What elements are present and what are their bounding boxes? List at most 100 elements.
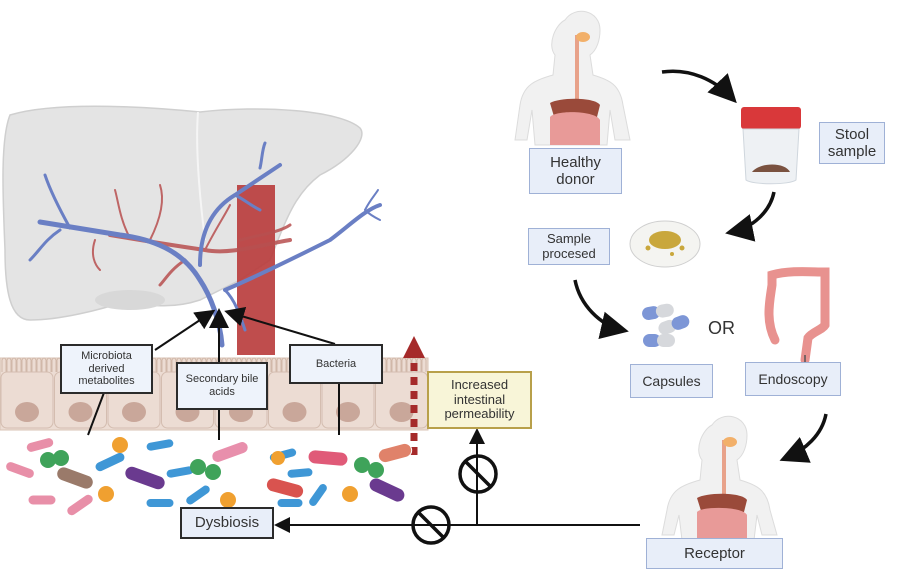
villus bbox=[196, 357, 202, 372]
epithelial-cell bbox=[0, 371, 54, 429]
label-dysbiosis: Dysbiosis bbox=[180, 507, 274, 539]
human-body-icon bbox=[661, 415, 778, 541]
villus bbox=[161, 357, 167, 372]
label-sample-processed: Sample procesed bbox=[528, 228, 610, 265]
label-endoscopy: Endoscopy bbox=[745, 362, 841, 396]
coccus-icon bbox=[40, 452, 56, 468]
bacterium-icon bbox=[211, 441, 249, 463]
coccus-icon bbox=[53, 450, 69, 466]
label-receptor: Receptor bbox=[646, 538, 783, 569]
villus bbox=[261, 357, 267, 372]
villus bbox=[201, 357, 207, 372]
coccus-icon bbox=[205, 464, 221, 480]
villus bbox=[186, 357, 192, 372]
coccus-icon bbox=[354, 457, 370, 473]
coccus-icon bbox=[112, 437, 128, 453]
coccus-icon bbox=[368, 462, 384, 478]
coccus-icon bbox=[342, 486, 358, 502]
label-capsules: Capsules bbox=[630, 364, 713, 398]
villus bbox=[51, 357, 57, 372]
label-increased-permeability: Increased intestinal permeability bbox=[427, 371, 532, 429]
coccus-icon bbox=[190, 459, 206, 475]
colon-icon bbox=[764, 267, 830, 365]
villus bbox=[221, 357, 227, 372]
bacterium-icon bbox=[276, 498, 304, 508]
label-stool-sample: Stool sample bbox=[819, 122, 885, 164]
villus bbox=[31, 357, 37, 372]
portal-vein-icon bbox=[28, 141, 382, 348]
bacterium-icon bbox=[145, 498, 175, 508]
bacterium-icon bbox=[185, 484, 211, 506]
bacterium-icon bbox=[27, 494, 57, 506]
bacterium-icon bbox=[377, 442, 413, 464]
villus bbox=[266, 357, 272, 372]
villus bbox=[16, 357, 22, 372]
villus bbox=[6, 357, 12, 372]
coccus-icon bbox=[220, 492, 236, 508]
dashed-arrow-up-icon bbox=[403, 336, 425, 455]
capsules-icon bbox=[642, 303, 690, 347]
villus bbox=[251, 357, 257, 372]
label-healthy-donor: Healthy donor bbox=[529, 148, 622, 194]
villus bbox=[231, 357, 237, 372]
bacterium-icon bbox=[94, 451, 126, 473]
villus bbox=[226, 357, 232, 372]
cell-nucleus bbox=[282, 402, 307, 422]
villus bbox=[206, 357, 212, 372]
or-text: OR bbox=[708, 318, 735, 338]
bacterium-icon bbox=[308, 483, 328, 507]
bacterium-icon bbox=[286, 467, 314, 479]
cell-nucleus bbox=[336, 402, 360, 422]
villus bbox=[1, 357, 7, 372]
villus bbox=[256, 357, 262, 372]
bacterium-icon bbox=[56, 466, 94, 490]
bacterium-icon bbox=[124, 465, 166, 491]
villus bbox=[236, 357, 242, 372]
bacterium-icon bbox=[265, 477, 305, 499]
cell-nucleus bbox=[389, 402, 414, 422]
villus bbox=[191, 357, 197, 372]
pathway-arrows bbox=[87, 307, 340, 440]
bacterium-icon bbox=[5, 461, 35, 479]
label-secondary-bile-acids: Secondary bile acids bbox=[176, 362, 268, 410]
villus bbox=[276, 357, 282, 372]
inhibition-pathway bbox=[274, 428, 640, 533]
human-body-icon bbox=[514, 10, 631, 146]
villus bbox=[46, 357, 52, 372]
cell-nucleus bbox=[15, 402, 39, 422]
villus bbox=[396, 357, 402, 372]
villus bbox=[36, 357, 42, 372]
bacterium-icon bbox=[145, 438, 175, 452]
villus bbox=[391, 357, 397, 372]
villus bbox=[171, 357, 177, 372]
bacterium-icon bbox=[368, 477, 406, 503]
villus bbox=[386, 357, 392, 372]
bacterium-icon bbox=[25, 437, 55, 453]
cell-nucleus bbox=[68, 402, 93, 422]
villus bbox=[176, 357, 182, 372]
stool-jar-icon bbox=[741, 107, 801, 185]
inhibition-icon bbox=[458, 454, 498, 494]
villus bbox=[166, 357, 172, 372]
petri-dish-icon bbox=[629, 220, 701, 268]
villus bbox=[26, 357, 32, 372]
villus bbox=[246, 357, 252, 372]
label-bacteria: Bacteria bbox=[289, 344, 383, 384]
coccus-icon bbox=[98, 486, 114, 502]
cell-nucleus bbox=[122, 402, 146, 422]
villus bbox=[241, 357, 247, 372]
inhibition-icon bbox=[411, 505, 451, 545]
villus bbox=[181, 357, 187, 372]
villus bbox=[11, 357, 17, 372]
villus bbox=[21, 357, 27, 372]
liver-icon bbox=[2, 105, 363, 321]
villus bbox=[271, 357, 277, 372]
flow-arrows bbox=[573, 69, 828, 463]
villus bbox=[41, 357, 47, 372]
villus bbox=[211, 357, 217, 372]
bacteria-cluster bbox=[5, 437, 413, 517]
villus bbox=[156, 357, 162, 372]
villus bbox=[281, 357, 287, 372]
bacterium-icon bbox=[307, 449, 349, 467]
